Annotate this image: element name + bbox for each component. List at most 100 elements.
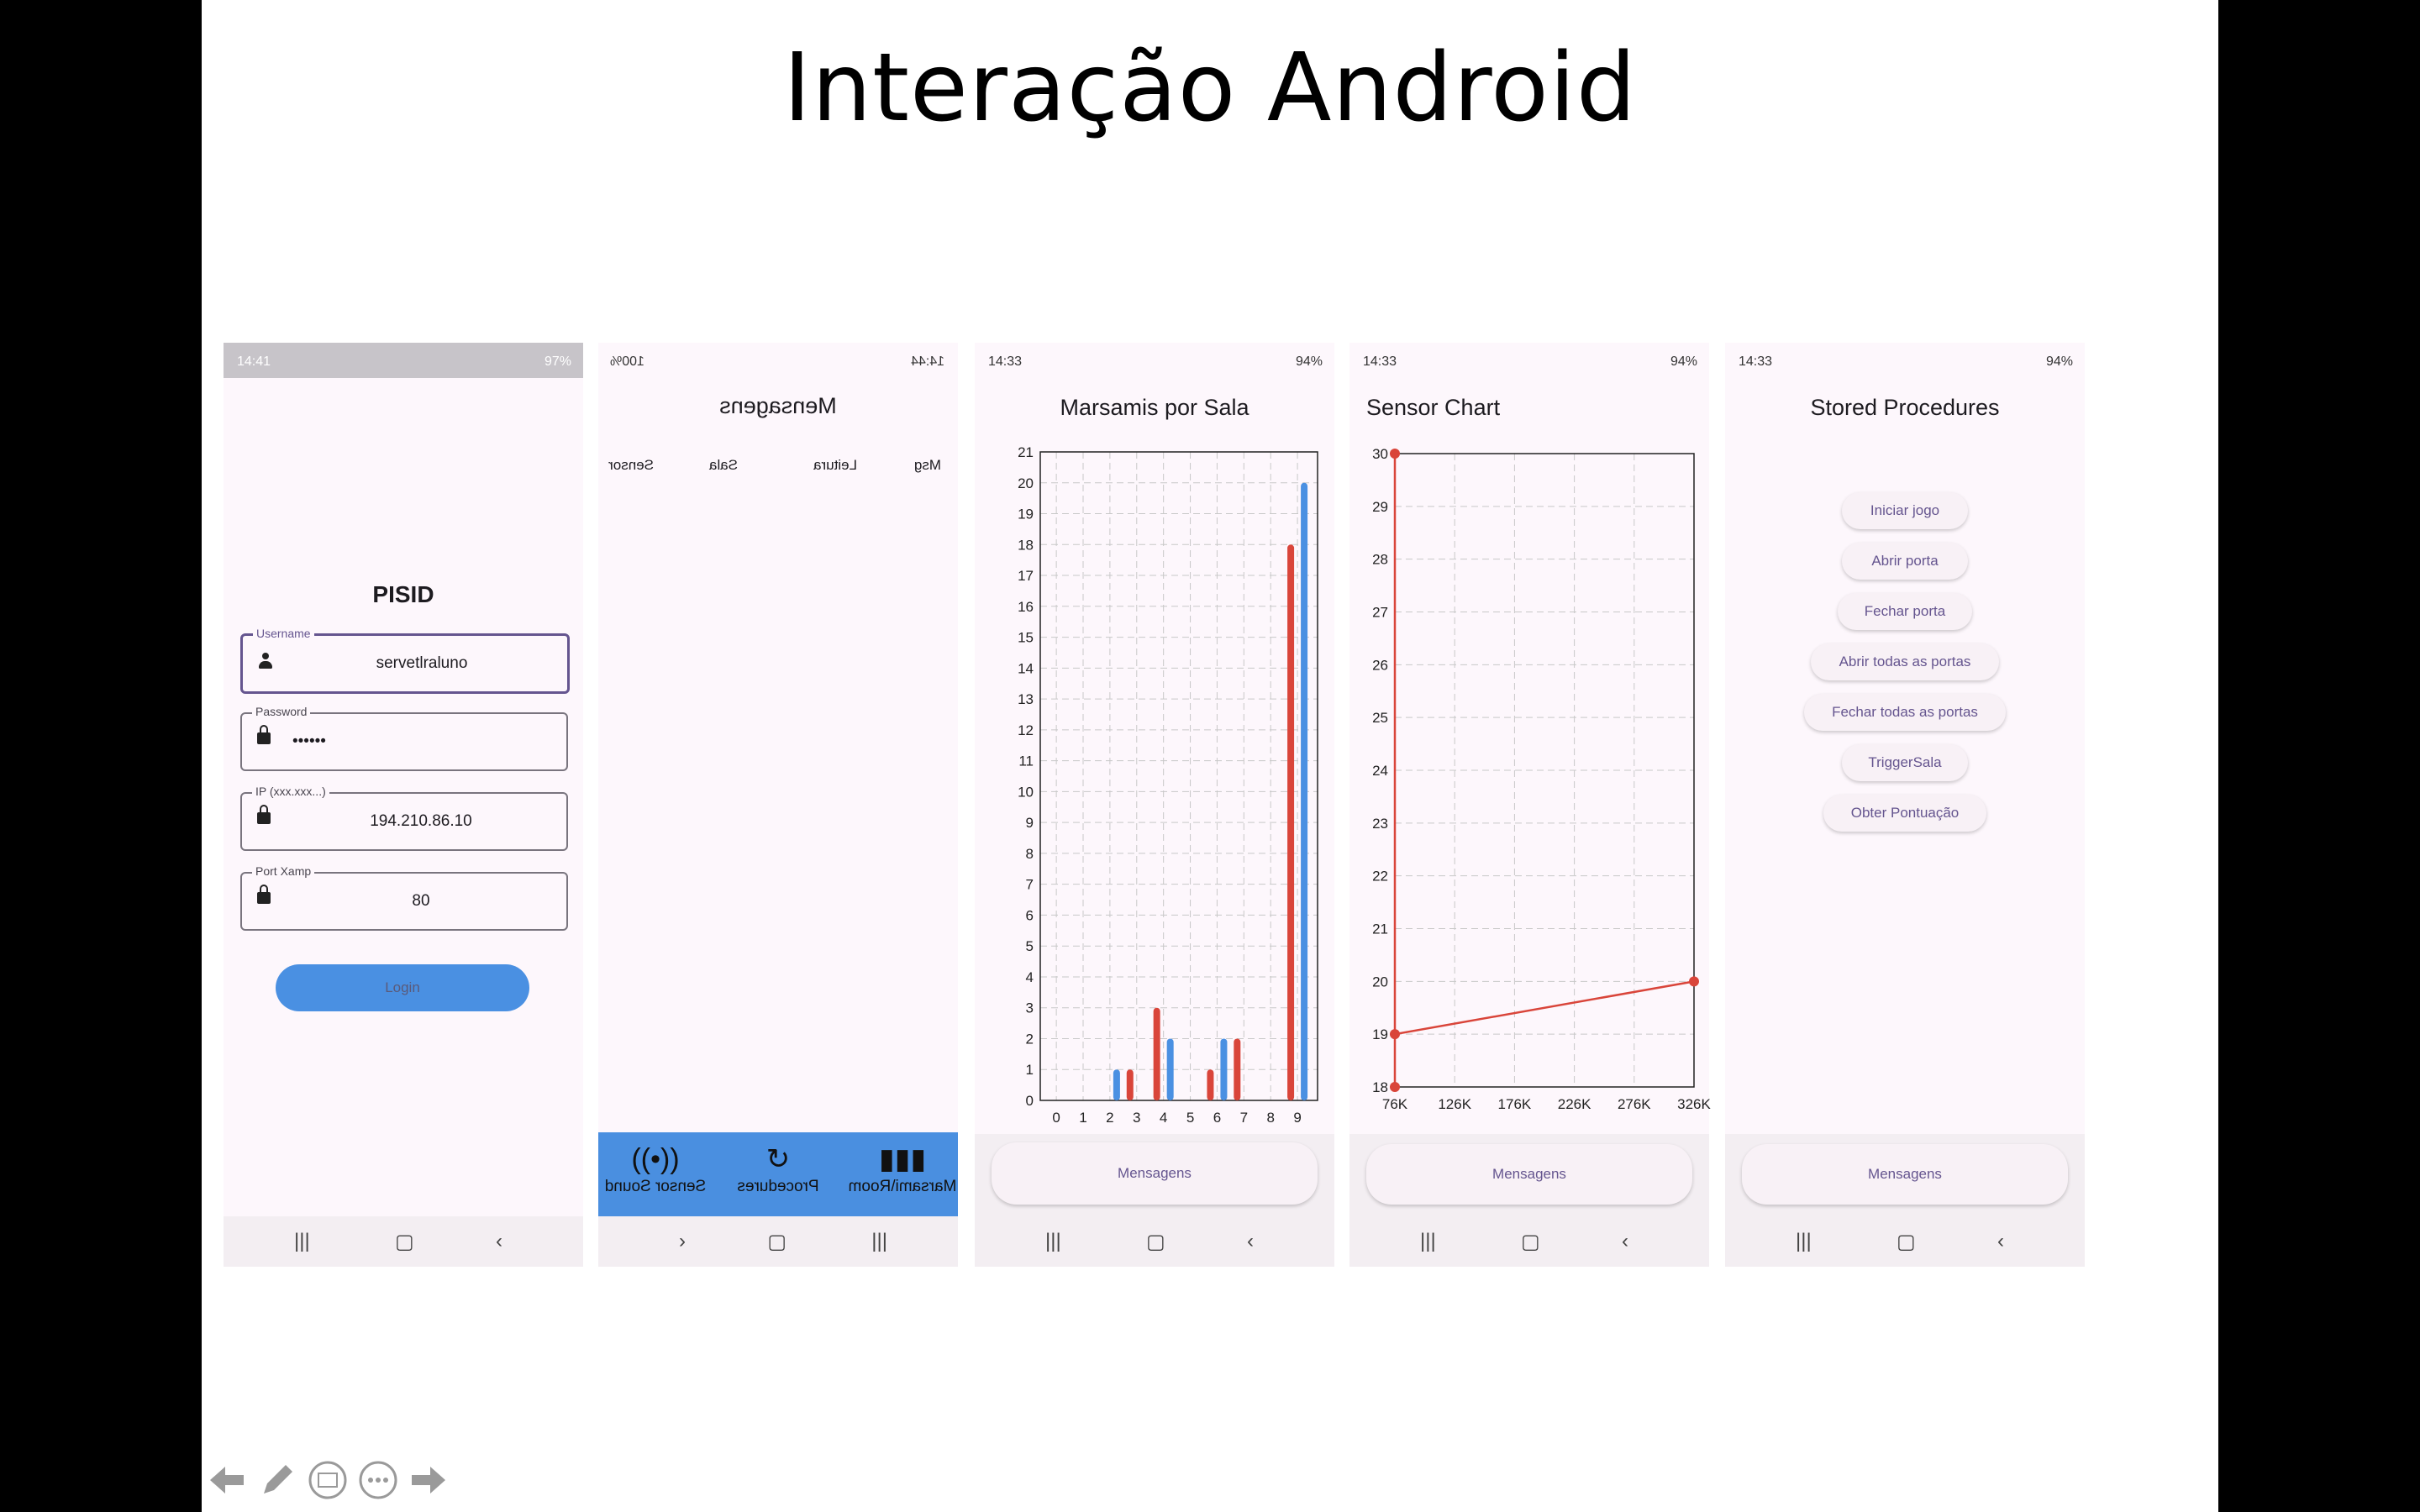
x-tick-label: 3: [1133, 1110, 1140, 1126]
screen-title: Stored Procedures: [1810, 395, 2000, 420]
procedure-button[interactable]: Fechar todas as portas: [1804, 694, 2006, 731]
home-icon[interactable]: ▢: [1897, 1231, 1916, 1253]
bar: [1234, 1038, 1241, 1100]
more-options-icon[interactable]: [358, 1460, 398, 1500]
ip-value: 194.210.86.10: [370, 812, 472, 830]
home-icon[interactable]: ▢: [1146, 1231, 1165, 1253]
y-tick-label: 14: [1018, 660, 1034, 676]
recents-icon[interactable]: |||: [1045, 1230, 1061, 1252]
status-bar: 14:41 97%: [224, 343, 583, 378]
next-slide-icon[interactable]: [408, 1460, 449, 1500]
y-tick-label: 17: [1018, 568, 1034, 584]
back-icon[interactable]: ‹: [1622, 1230, 1628, 1252]
x-tick-label: 4: [1160, 1110, 1167, 1126]
y-tick-label: 19: [1372, 1026, 1388, 1042]
y-tick-label: 27: [1372, 605, 1388, 621]
system-navbar: ||| ▢ ‹: [975, 1216, 1334, 1267]
recents-icon[interactable]: |||: [294, 1230, 310, 1252]
sensor-icon: ((•)): [631, 1143, 680, 1175]
y-tick-label: 15: [1018, 630, 1034, 646]
home-icon[interactable]: ▢: [395, 1231, 414, 1253]
port-field[interactable]: Port Xamp 80: [240, 864, 568, 931]
x-tick-label: 1: [1079, 1110, 1086, 1126]
data-point: [1390, 449, 1400, 459]
column-header: Msg: [913, 457, 941, 473]
password-label: Password: [252, 705, 311, 718]
y-tick-label: 21: [1018, 444, 1034, 460]
procedure-button[interactable]: Abrir todas as portas: [1811, 643, 1999, 680]
column-header: Sala: [708, 457, 738, 473]
y-tick-label: 1: [1026, 1062, 1034, 1078]
y-tick-label: 6: [1026, 907, 1034, 923]
home-icon[interactable]: ▢: [1521, 1231, 1540, 1253]
bar: [1166, 1038, 1174, 1100]
x-tick-label: 326K: [1677, 1096, 1711, 1112]
home-icon[interactable]: ▢: [767, 1231, 786, 1253]
status-bar: 14:44 100%: [598, 343, 958, 378]
status-bar: 14:33 94%: [1725, 343, 2085, 378]
y-tick-label: 13: [1018, 691, 1034, 707]
y-tick-label: 12: [1018, 722, 1034, 738]
login-button[interactable]: Login: [276, 964, 529, 1011]
screen-title: Marsamis por Sala: [1060, 395, 1249, 420]
x-tick-label: 6: [1213, 1110, 1221, 1126]
previous-slide-icon[interactable]: [207, 1460, 247, 1500]
y-tick-label: 21: [1372, 921, 1388, 937]
system-navbar: ||| ▢ ‹: [598, 1216, 958, 1267]
recents-icon[interactable]: |||: [1420, 1230, 1436, 1252]
ip-field[interactable]: IP (xxx.xxx...) 194.210.86.10: [240, 785, 568, 851]
ip-label: IP (xxx.xxx...): [252, 785, 329, 798]
system-navbar: ||| ▢ ‹: [224, 1216, 583, 1267]
y-tick-label: 18: [1372, 1079, 1388, 1095]
procedure-button[interactable]: Fechar porta: [1838, 593, 1972, 630]
phone-procedures: 14:33 94% Stored Procedures Iniciar jogo…: [1725, 343, 2085, 1267]
recents-icon[interactable]: |||: [1796, 1230, 1812, 1252]
y-tick-label: 26: [1372, 657, 1388, 673]
subtitles-icon[interactable]: [308, 1460, 348, 1500]
procedure-button[interactable]: Iniciar jogo: [1842, 492, 1968, 529]
bar: [1153, 1007, 1160, 1100]
procedure-button[interactable]: Abrir porta: [1842, 543, 1968, 580]
port-label: Port Xamp: [252, 864, 315, 878]
y-tick-label: 2: [1026, 1031, 1034, 1047]
y-tick-label: 18: [1018, 537, 1034, 553]
recents-icon[interactable]: |||: [871, 1230, 887, 1252]
data-point: [1390, 1029, 1400, 1040]
y-tick-label: 20: [1372, 974, 1388, 990]
y-tick-label: 4: [1026, 969, 1034, 985]
password-field[interactable]: Password ••••••: [240, 705, 568, 771]
back-icon[interactable]: ‹: [1247, 1230, 1254, 1252]
y-tick-label: 24: [1372, 763, 1388, 779]
username-field[interactable]: Username servetlraluno: [240, 627, 570, 694]
x-tick-label: 126K: [1438, 1096, 1471, 1112]
app-title: PISID: [372, 581, 434, 607]
pen-icon[interactable]: [257, 1460, 297, 1500]
x-tick-label: 5: [1186, 1110, 1194, 1126]
status-battery: 94%: [1670, 354, 1697, 369]
history-icon: ↺: [765, 1143, 791, 1175]
x-tick-label: 2: [1106, 1110, 1113, 1126]
tab-sensor-sound[interactable]: ((•)) Sensor Sound: [597, 1142, 714, 1196]
status-bar: 14:33 94%: [1349, 343, 1709, 378]
series-line: [1393, 454, 1695, 1087]
y-tick-label: 29: [1372, 499, 1388, 515]
x-tick-label: 8: [1266, 1110, 1274, 1126]
x-tick-label: 76K: [1382, 1096, 1408, 1112]
tab-procedures[interactable]: ↺ Procedures: [719, 1142, 837, 1196]
mensagens-button[interactable]: Mensagens: [992, 1142, 1318, 1205]
tab-marsami-room[interactable]: ▮▮▮ Marsami\Room: [844, 1142, 961, 1196]
back-icon[interactable]: ‹: [496, 1230, 502, 1252]
y-tick-label: 19: [1018, 507, 1034, 522]
procedure-button[interactable]: TriggerSala: [1842, 744, 1968, 781]
mensagens-button[interactable]: Mensagens: [1366, 1144, 1692, 1205]
status-time: 14:41: [237, 354, 271, 369]
procedure-button[interactable]: Obter Pontuação: [1823, 795, 1986, 832]
mensagens-button[interactable]: Mensagens: [1742, 1144, 2068, 1205]
back-icon[interactable]: ‹: [1997, 1230, 2004, 1252]
y-tick-label: 25: [1372, 710, 1388, 726]
screen-title: Sensor Chart: [1366, 395, 1501, 420]
back-icon[interactable]: ‹: [679, 1230, 686, 1252]
